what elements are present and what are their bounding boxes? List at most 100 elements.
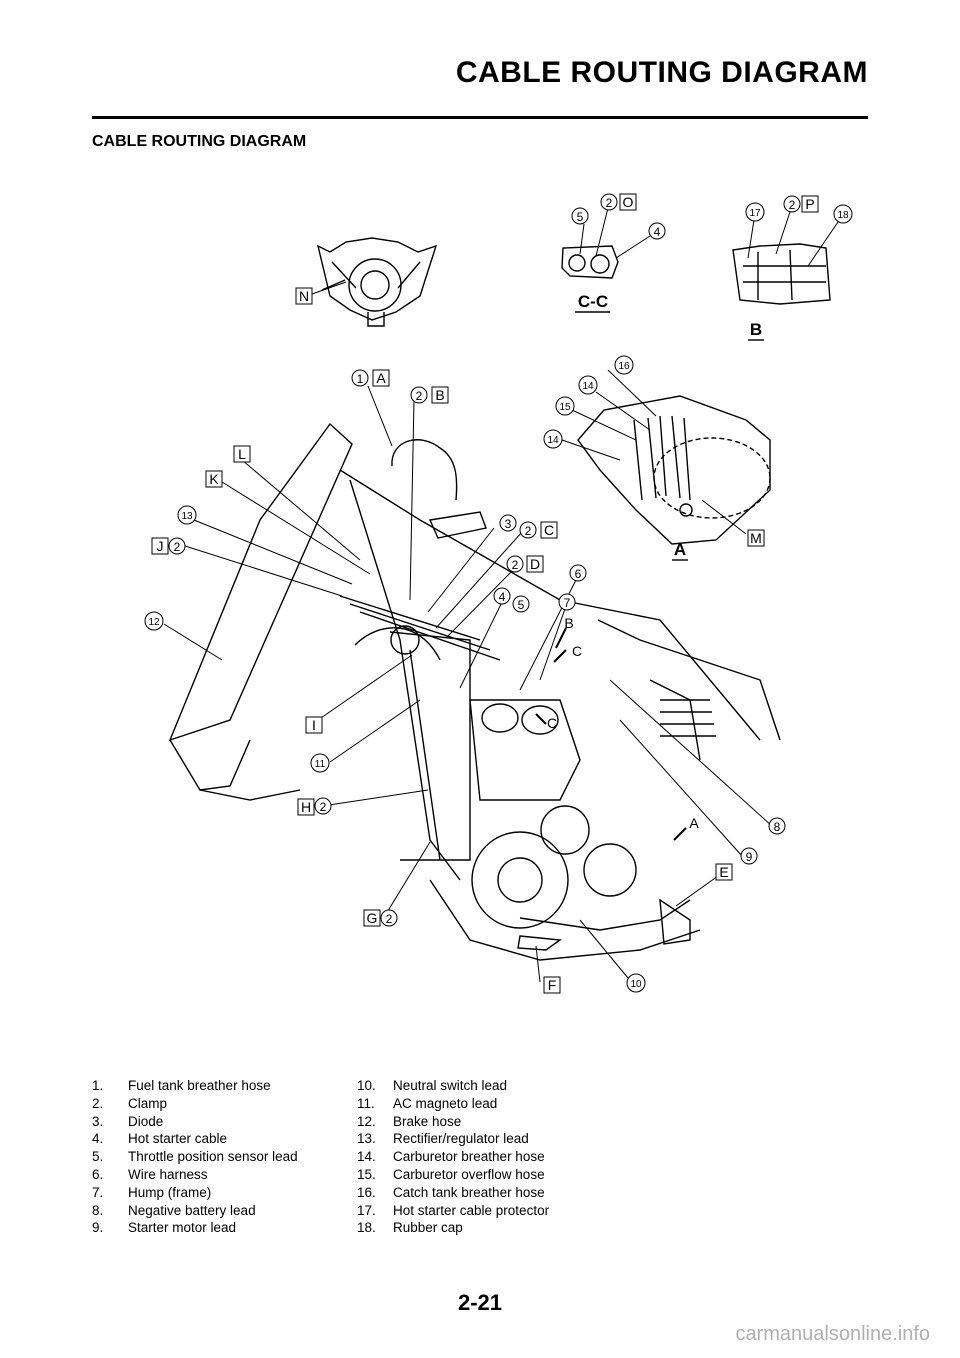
arrow-label-c-upper: C xyxy=(572,643,582,659)
legend-item: 13.Rectifier/regulator lead xyxy=(357,1131,529,1147)
box-label-a-top: A xyxy=(372,369,390,387)
box-label-l: L xyxy=(233,445,251,463)
arrow-label-c-lower: C xyxy=(547,715,557,731)
circle-label-1: 1 xyxy=(351,369,369,387)
circle-label-13: 13 xyxy=(177,505,197,525)
circle-label-7: 7 xyxy=(558,593,576,611)
detail-view-a xyxy=(577,395,771,561)
box-label-f: F xyxy=(543,976,561,994)
circle-label-2-d: 2 xyxy=(506,555,524,573)
circle-label-14-top: 14 xyxy=(578,375,598,395)
headlight-view xyxy=(316,237,438,327)
svg-text:2: 2 xyxy=(386,912,393,926)
svg-text:2: 2 xyxy=(320,800,327,814)
svg-text:I: I xyxy=(312,717,316,733)
legend-item: 4.Hot starter cable xyxy=(92,1131,228,1147)
circle-label-2-h: 2 xyxy=(314,797,332,815)
box-label-b-top: B xyxy=(431,386,449,404)
legend-item: 6.Wire harness xyxy=(92,1166,208,1182)
svg-text:8: 8 xyxy=(774,820,781,834)
circle-label-9: 9 xyxy=(740,847,758,865)
svg-text:2: 2 xyxy=(606,196,613,210)
arrow-label-a: A xyxy=(689,815,699,831)
page-number: 2-21 xyxy=(457,1290,503,1315)
circle-label-16: 16 xyxy=(614,355,634,375)
page-header-title: CABLE ROUTING DIAGRAM xyxy=(455,56,868,89)
legend-item: 17.Hot starter cable protector xyxy=(357,1202,550,1218)
circle-label-15: 15 xyxy=(555,396,575,416)
svg-text:2: 2 xyxy=(174,540,181,554)
circle-label-2-a: 2 xyxy=(410,386,428,404)
legend-item: 12.Brake hose xyxy=(357,1113,462,1129)
box-label-h: H xyxy=(297,798,315,816)
box-label-m: M xyxy=(747,529,765,547)
arrow-label-b: B xyxy=(564,615,573,631)
circle-label-2-c: 2 xyxy=(519,521,537,539)
legend-right-column: 10.Neutral switch lead 11.AC magneto lea… xyxy=(357,1077,549,1237)
circle-label-11: 11 xyxy=(310,753,330,773)
main-side-view xyxy=(168,422,781,961)
svg-text:12: 12 xyxy=(148,617,160,628)
svg-text:3: 3 xyxy=(505,517,512,531)
box-label-j: J xyxy=(151,537,169,555)
legend-left-column: 1.Fuel tank breather hose 2.Clamp 3.Diod… xyxy=(92,1077,298,1237)
box-label-g: G xyxy=(363,909,381,927)
circle-label-4: 4 xyxy=(493,587,511,605)
svg-text:N: N xyxy=(299,288,309,304)
watermark: carmanualsonline.info xyxy=(735,1323,930,1345)
svg-text:1: 1 xyxy=(357,372,364,386)
legend-item: 9.Starter motor lead xyxy=(92,1220,237,1236)
legend-item: 15.Carburetor overflow hose xyxy=(357,1166,545,1182)
svg-text:10: 10 xyxy=(630,979,642,990)
box-label-o: O xyxy=(619,193,637,211)
legend-item: 3.Diode xyxy=(92,1113,164,1129)
view-arrows xyxy=(535,627,687,841)
circle-label-10: 10 xyxy=(626,973,646,993)
section-title: CABLE ROUTING DIAGRAM xyxy=(92,133,307,150)
svg-text:2: 2 xyxy=(789,198,796,212)
circle-label-2-b: 2 xyxy=(783,195,801,213)
detail-view-b xyxy=(732,243,831,341)
circle-label-6: 6 xyxy=(569,564,587,582)
svg-text:B: B xyxy=(435,387,444,403)
svg-text:17: 17 xyxy=(749,208,761,219)
circle-label-4-cc: 4 xyxy=(648,222,666,240)
svg-text:16: 16 xyxy=(618,361,630,372)
svg-text:7: 7 xyxy=(564,596,571,610)
svg-text:4: 4 xyxy=(499,590,506,604)
legend-item: 11.AC magneto lead xyxy=(357,1095,498,1111)
box-label-n: N xyxy=(295,287,313,305)
view-caption-a: A xyxy=(674,540,686,559)
box-label-d: D xyxy=(526,555,544,573)
svg-text:J: J xyxy=(157,538,164,554)
legend-item: 8.Negative battery lead xyxy=(92,1202,256,1218)
svg-text:G: G xyxy=(367,910,378,926)
legend-item: 18.Rubber cap xyxy=(357,1220,463,1236)
svg-text:5: 5 xyxy=(518,598,525,612)
svg-text:6: 6 xyxy=(575,567,582,581)
circle-label-18: 18 xyxy=(833,204,853,224)
legend-item: 2.Clamp xyxy=(92,1095,168,1111)
circle-label-12: 12 xyxy=(144,611,164,631)
legend-item: 10.Neutral switch lead xyxy=(357,1078,508,1093)
svg-text:14: 14 xyxy=(547,435,559,446)
svg-text:18: 18 xyxy=(837,210,849,221)
svg-text:9: 9 xyxy=(746,850,753,864)
callout-labels: N O P A B L K J C D M I H E G F 5 2 4 17… xyxy=(144,193,853,994)
circle-label-2-j: 2 xyxy=(168,537,186,555)
svg-text:L: L xyxy=(238,446,246,462)
legend-item: 5.Throttle position sensor lead xyxy=(92,1149,298,1165)
legend-item: 14.Carburetor breather hose xyxy=(357,1149,545,1165)
header-rule xyxy=(92,116,868,119)
view-caption-cc: C-C xyxy=(578,292,608,311)
circle-label-3: 3 xyxy=(499,514,517,532)
circle-label-5: 5 xyxy=(512,595,530,613)
legend-item: 7.Hump (frame) xyxy=(92,1184,212,1200)
box-label-c: C xyxy=(540,521,558,539)
svg-text:D: D xyxy=(530,556,540,572)
svg-text:C: C xyxy=(544,522,554,538)
circle-label-2-cc: 2 xyxy=(600,193,618,211)
svg-text:15: 15 xyxy=(559,402,571,413)
svg-text:E: E xyxy=(719,864,728,880)
leader-lines xyxy=(163,207,839,983)
